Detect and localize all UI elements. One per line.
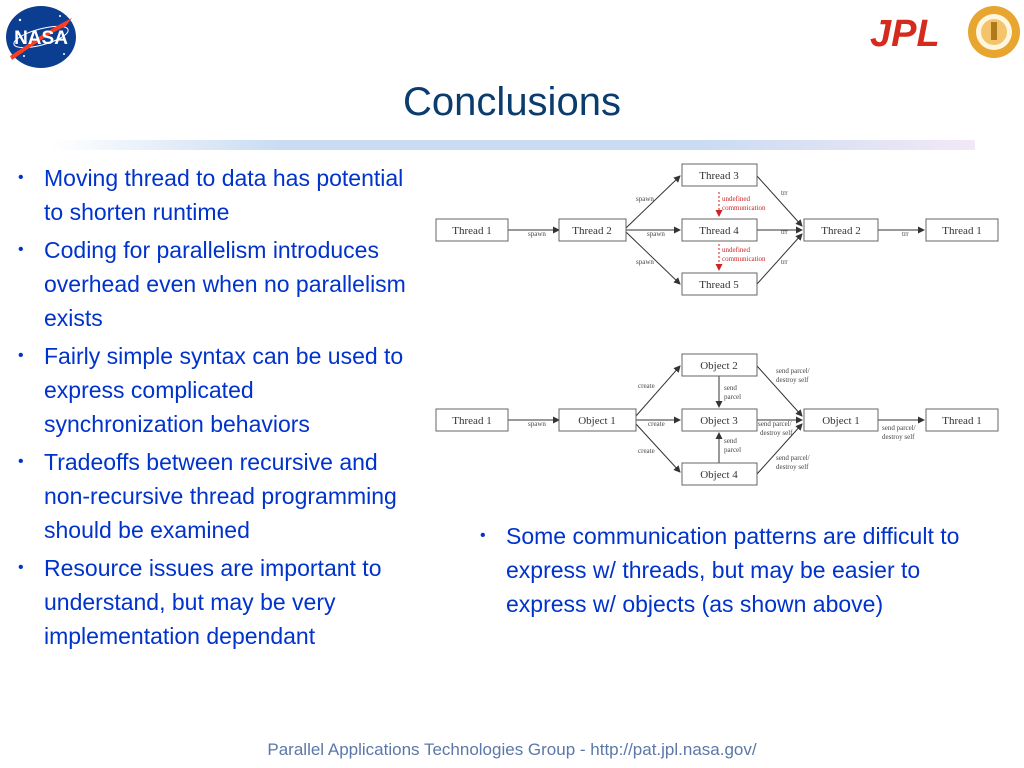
- bullet-text: Fairly simple syntax can be used to expr…: [44, 343, 404, 437]
- box-thread4: [681, 218, 758, 242]
- bullet-icon: •: [18, 347, 24, 364]
- box-object4: [681, 462, 758, 486]
- bullet-icon: •: [18, 169, 24, 186]
- title-divider: [50, 140, 975, 150]
- edge-label: destroy self: [882, 433, 915, 441]
- list-item: • Fairly simple syntax can be used to exp…: [16, 339, 416, 441]
- bullet-icon: •: [18, 453, 24, 470]
- edge-label: send parcel/: [758, 420, 792, 428]
- right-bullet-list: • Some communication patterns are difficu…: [478, 519, 998, 625]
- list-item: • Coding for parallelism introduces overh…: [16, 233, 416, 335]
- list-item: • Moving thread to data has potential to …: [16, 161, 416, 229]
- edge-label: trr: [781, 228, 788, 236]
- box-label: Thread 5: [699, 279, 739, 291]
- edge-label: send: [724, 384, 737, 392]
- edge-label: spawn: [528, 420, 546, 428]
- box-label: Thread 2: [572, 225, 611, 237]
- box-label: Thread 1: [452, 415, 491, 427]
- box-thread1-right: [925, 218, 999, 242]
- list-item: • Resource issues are important to unders…: [16, 551, 416, 653]
- edge-label: undefined: [722, 246, 750, 254]
- bullet-text: Resource issues are important to underst…: [44, 555, 382, 649]
- thread-diagram: Thread 1 Thread 2 Thread 3 Thread 4 Thre…: [435, 163, 999, 296]
- edge-label: undefined: [722, 195, 750, 203]
- box-label: Object 3: [700, 415, 738, 427]
- connector: [625, 175, 681, 229]
- edge-label: trr: [902, 230, 909, 238]
- box-thread1-left: [435, 408, 509, 432]
- box-label: Object 1: [822, 415, 860, 427]
- box-label: Thread 2: [821, 225, 860, 237]
- jpl-logo-text: JPL: [870, 13, 940, 55]
- object-diagram: Thread 1 Object 1 Object 2 Object 3 Obje…: [435, 353, 999, 486]
- box-label: Thread 1: [452, 225, 491, 237]
- box-label: Thread 4: [699, 225, 739, 237]
- bullet-text: Moving thread to data has potential to s…: [44, 165, 404, 225]
- nasa-logo: NASA: [4, 4, 78, 70]
- edge-label: communication: [722, 204, 766, 212]
- list-item: • Some communication patterns are difficu…: [478, 519, 998, 621]
- footer-text: Parallel Applications Technologies Group…: [267, 740, 757, 759]
- thread-object-diagrams: Thread 1 Thread 2 Thread 3 Thread 4 Thre…: [432, 158, 1012, 494]
- edge-label: trr: [781, 189, 788, 197]
- box-label: Object 1: [578, 415, 616, 427]
- box-label: Thread 1: [942, 415, 981, 427]
- edge-label: send: [724, 437, 737, 445]
- list-item: • Tradeoffs between recursive and non-rec…: [16, 445, 416, 547]
- edge-label: create: [648, 420, 665, 428]
- edge-label: communication: [722, 255, 766, 263]
- connector: [635, 365, 681, 417]
- bullet-text: Tradeoffs between recursive and non-recu…: [44, 449, 397, 543]
- box-object2: [681, 353, 758, 377]
- edge-label: spawn: [636, 258, 654, 266]
- bullet-text: Coding for parallelism introduces overhe…: [44, 237, 406, 331]
- edge-label: send parcel/: [882, 424, 916, 432]
- box-thread5: [681, 272, 758, 296]
- box-thread2-left: [558, 218, 627, 242]
- connector: [756, 365, 803, 417]
- jpl-logo: JPL: [868, 4, 1023, 60]
- left-bullet-list: • Moving thread to data has potential to …: [16, 161, 416, 657]
- page-title: Conclusions: [403, 80, 621, 124]
- box-label: Thread 3: [699, 170, 739, 182]
- connector: [635, 423, 681, 473]
- edge-label: send parcel/: [776, 454, 810, 462]
- box-thread1-right: [925, 408, 999, 432]
- bullet-icon: •: [18, 559, 24, 576]
- edge-label: create: [638, 382, 655, 390]
- edge-label: send parcel/: [776, 367, 810, 375]
- edge-label: spawn: [528, 230, 546, 238]
- connector: [756, 233, 803, 285]
- connector: [756, 423, 803, 475]
- box-label: Thread 1: [942, 225, 981, 237]
- edge-label: create: [638, 447, 655, 455]
- bullet-icon: •: [18, 241, 24, 258]
- edge-label: spawn: [647, 230, 665, 238]
- box-thread3: [681, 163, 758, 187]
- edge-label: destroy self: [776, 463, 809, 471]
- box-object3: [681, 408, 758, 432]
- bullet-icon: •: [480, 527, 486, 544]
- edge-label: parcel: [724, 393, 741, 401]
- box-thread1-left: [435, 218, 509, 242]
- box-label: Object 2: [700, 360, 738, 372]
- box-thread2-right: [803, 218, 879, 242]
- edge-label: destroy self: [776, 376, 809, 384]
- box-object1-left: [558, 408, 637, 432]
- bullet-text: Some communication patterns are difficul…: [506, 523, 960, 617]
- connector: [625, 231, 681, 285]
- connector: [756, 175, 803, 227]
- edge-label: trr: [781, 258, 788, 266]
- box-label: Object 4: [700, 469, 738, 481]
- edge-label: parcel: [724, 446, 741, 454]
- edge-label: spawn: [636, 195, 654, 203]
- nasa-logo-text: NASA: [14, 28, 68, 49]
- box-object1-right: [803, 408, 879, 432]
- edge-label: destroy self: [760, 429, 793, 437]
